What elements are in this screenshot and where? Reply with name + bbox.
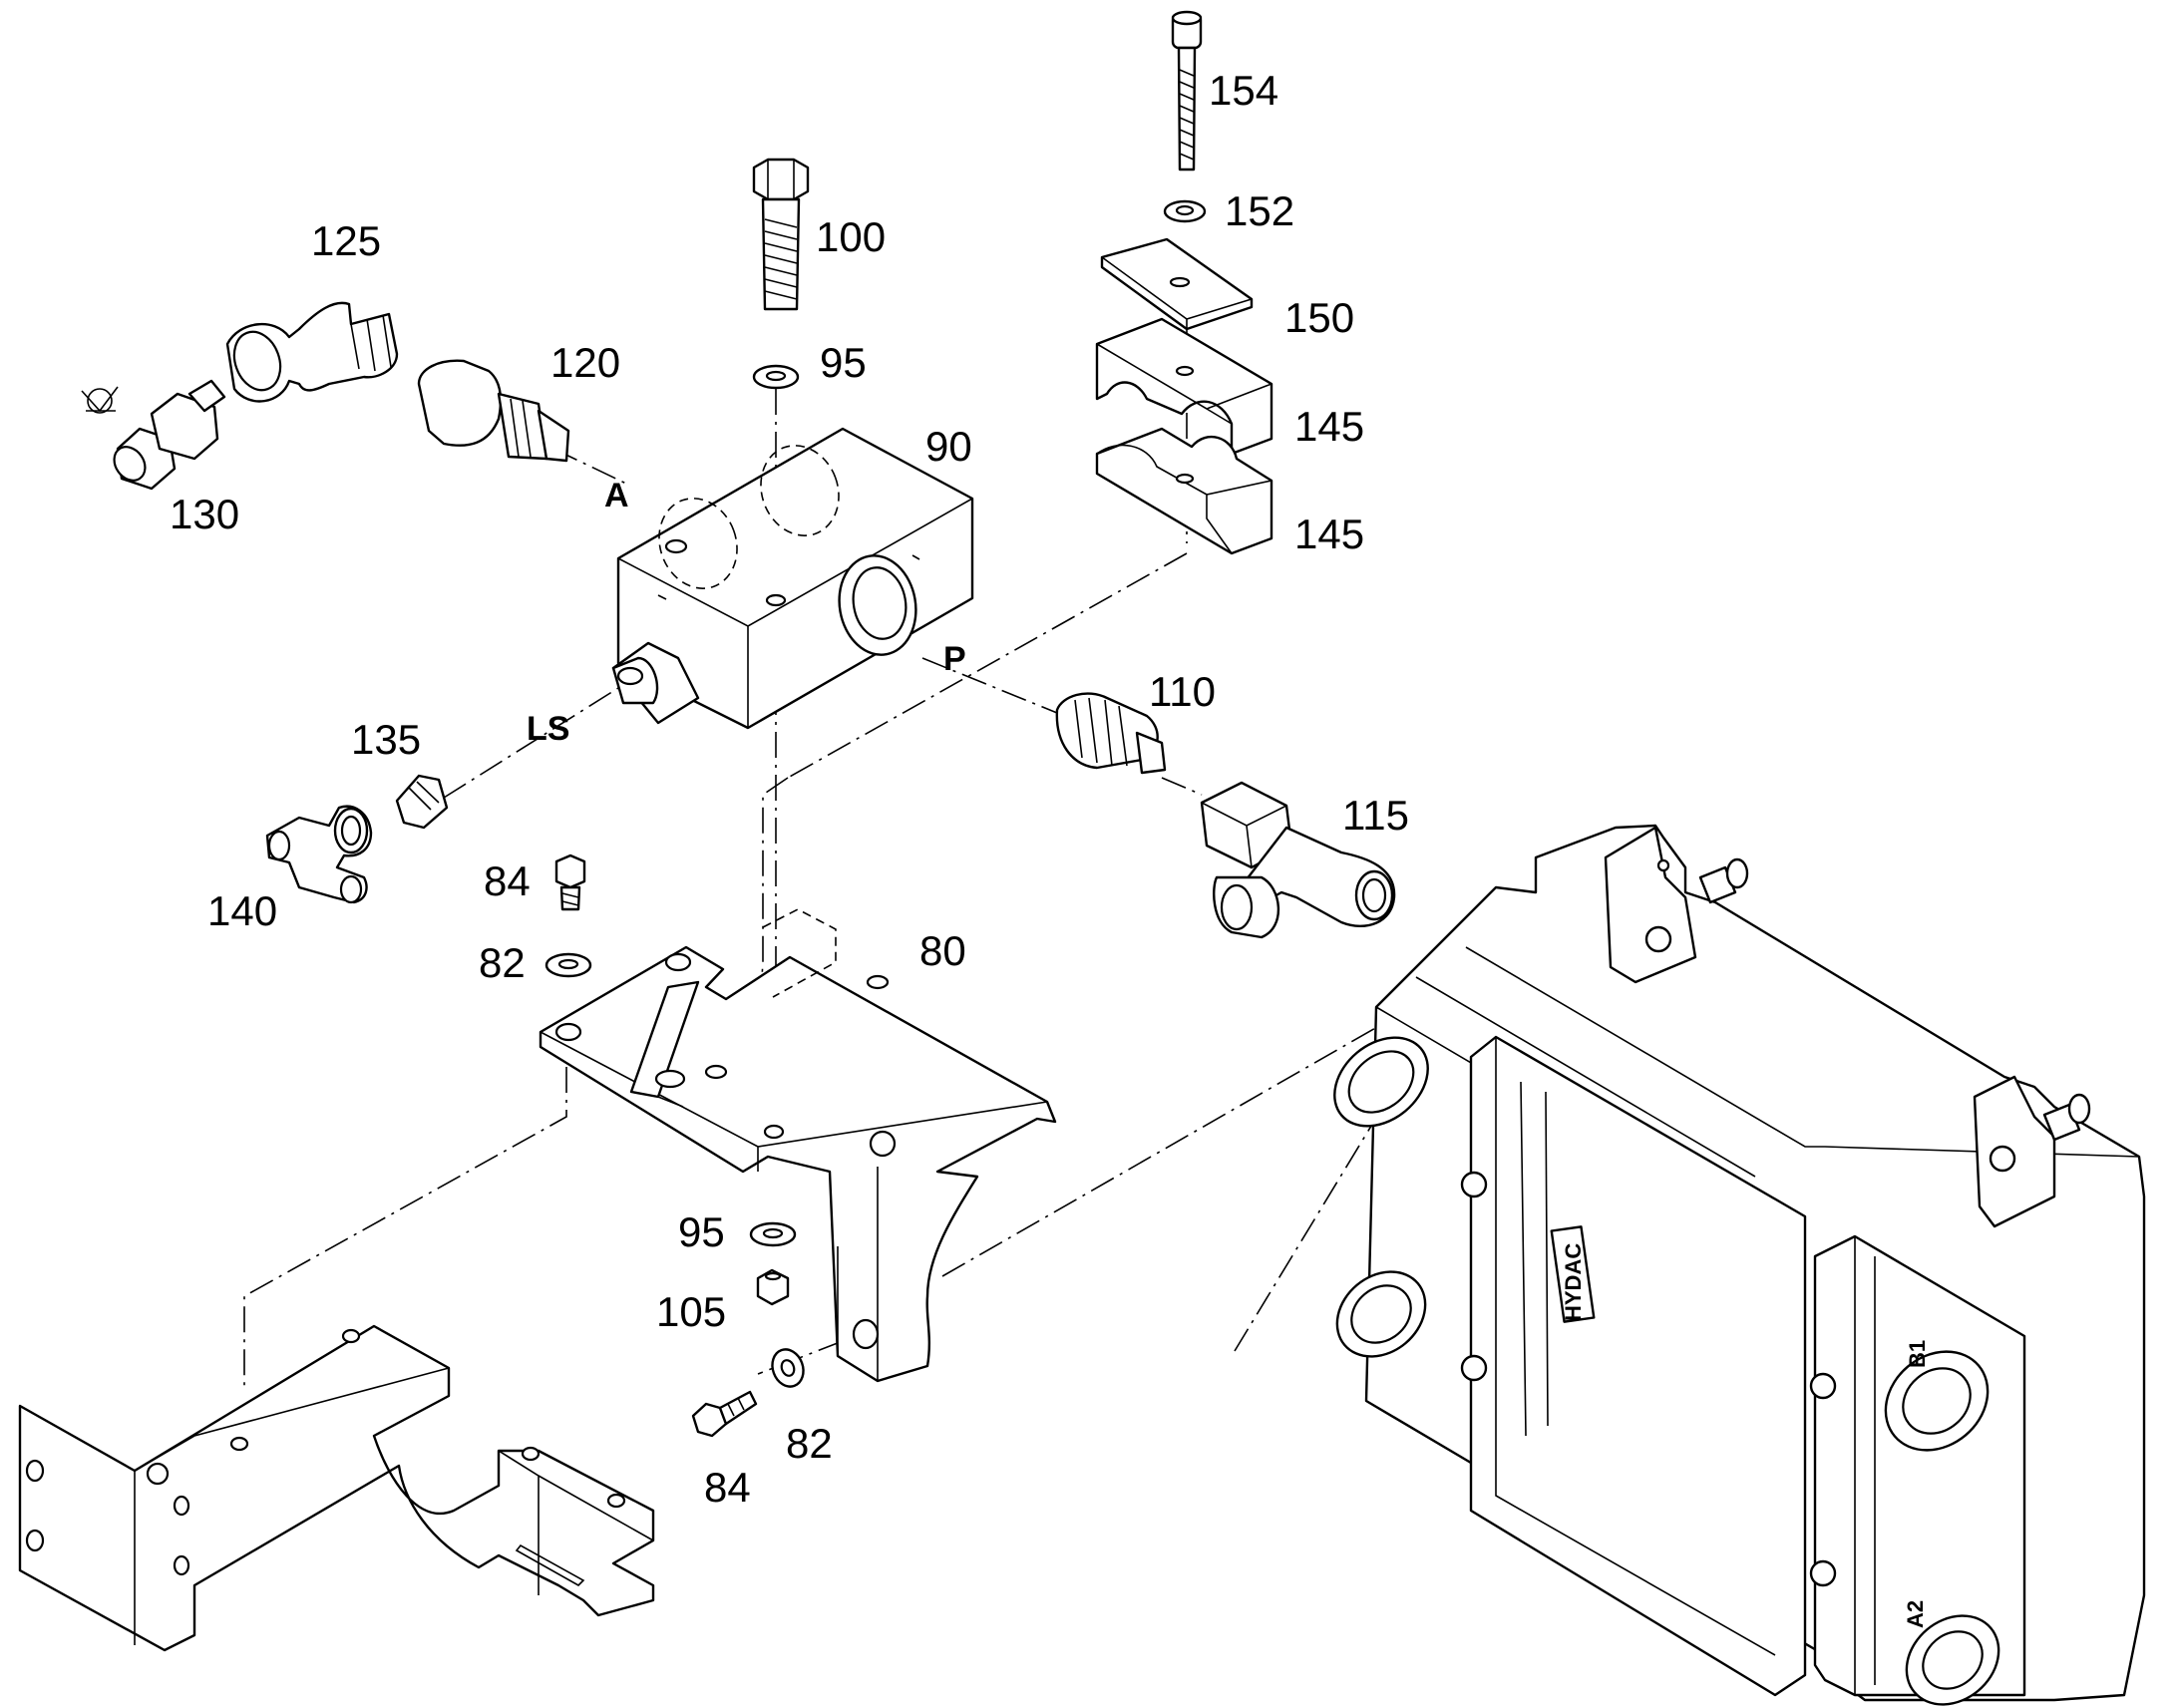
callout-110: 110: [1149, 668, 1216, 715]
bolt-84-bottom: [691, 1390, 758, 1438]
callout-125: 125: [311, 217, 381, 264]
callout-84-top: 84: [484, 857, 531, 904]
center-lines: [243, 284, 1664, 1391]
port-stamp-1: B1: [1905, 1340, 1930, 1368]
callout-150: 150: [1284, 294, 1354, 341]
fitting-110: [1055, 692, 1167, 775]
callout-82-bottom: 82: [786, 1420, 833, 1467]
check-valve-symbol: [81, 386, 119, 414]
callout-140: 140: [207, 887, 277, 934]
oil-cooler-assembly: HYDAC B1 A2: [1333, 824, 2146, 1706]
clamp-half-145-bottom: [1095, 427, 1273, 555]
callout-135: 135: [351, 716, 421, 763]
port-label-p: P: [943, 640, 966, 678]
washer-95-top: [752, 364, 800, 390]
callout-152: 152: [1225, 187, 1294, 234]
callout-80: 80: [919, 927, 966, 974]
cap-screw-154: [1171, 10, 1203, 171]
callout-84-bottom: 84: [704, 1464, 751, 1511]
tee-fitting-140: [265, 805, 373, 904]
washer-82-bottom: [771, 1348, 805, 1388]
callout-95-top: 95: [820, 339, 867, 386]
callout-145-top: 145: [1294, 403, 1364, 450]
callout-95-bottom: 95: [678, 1208, 725, 1255]
port-stamp-2: A2: [1903, 1600, 1928, 1628]
frame-bracket: [18, 1324, 655, 1652]
callout-90: 90: [925, 423, 972, 470]
cover-plate-150: [1100, 237, 1254, 331]
part-callouts: 154 152 150 145 145 100 95 125 120 130 9…: [170, 67, 1409, 1511]
port-label-ls: LS: [527, 710, 569, 748]
mounting-bracket-80: [539, 908, 1057, 1383]
port-label-a: A: [604, 477, 629, 514]
fitting-130: [113, 379, 226, 491]
callout-130: 130: [170, 491, 239, 537]
elbow-125: [225, 301, 399, 403]
tee-fitting-115: [1200, 781, 1396, 939]
callout-145-bottom: 145: [1294, 511, 1364, 557]
callout-120: 120: [550, 339, 620, 386]
callout-115: 115: [1342, 792, 1409, 839]
callout-154: 154: [1209, 67, 1278, 114]
washer-82-top: [545, 952, 592, 978]
hex-bolt-100: [752, 158, 810, 311]
callout-105: 105: [656, 1288, 726, 1335]
callout-100: 100: [816, 213, 886, 260]
union-120: [417, 359, 570, 463]
callout-82-top: 82: [479, 939, 526, 986]
manufacturer-stamp: HYDAC: [1561, 1243, 1586, 1321]
washer-95-bottom: [749, 1221, 797, 1247]
bolt-84-top: [554, 854, 586, 911]
hex-nut-105: [756, 1268, 790, 1306]
fitting-135: [395, 774, 449, 830]
valve-block-90: [611, 427, 974, 730]
washer-152: [1163, 199, 1207, 223]
clamp-half-145-top: [1095, 317, 1273, 456]
